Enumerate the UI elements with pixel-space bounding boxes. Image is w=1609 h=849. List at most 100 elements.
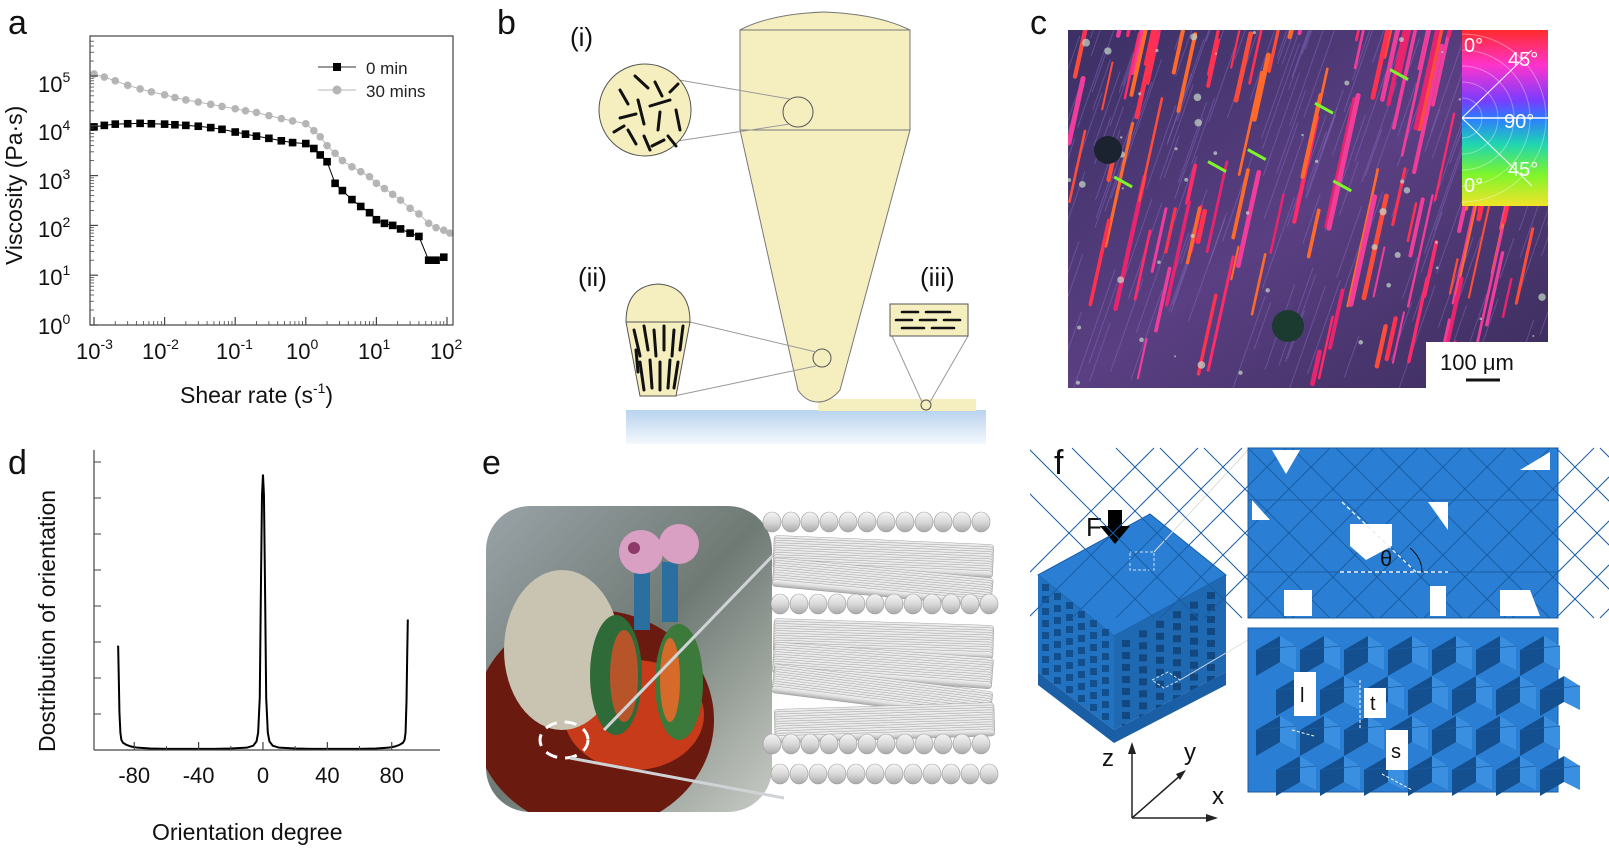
texture-streak (1305, 89, 1344, 197)
dim-box-t (1364, 688, 1386, 718)
texture-streak (1424, 109, 1441, 152)
particle (1139, 337, 1144, 343)
rod-end (895, 511, 915, 533)
data-point-circle (218, 102, 226, 111)
block-edge (1319, 685, 1361, 691)
texture-streak (1219, 30, 1225, 41)
data-point-square (302, 139, 310, 148)
texture-streak (1253, 301, 1272, 350)
block-face-dark (1476, 636, 1500, 676)
particle (1301, 133, 1304, 137)
weave-strip (1555, 564, 1609, 619)
rod-end (971, 511, 991, 533)
lattice-cell (1054, 677, 1061, 684)
block-face-light (1324, 636, 1340, 670)
lattice-cell (1090, 632, 1097, 639)
force-label: F (1086, 512, 1102, 542)
lattice-cell (1156, 656, 1164, 664)
fiber-streak (1406, 194, 1434, 308)
particle (1155, 48, 1159, 53)
fiber-streak (1316, 67, 1329, 112)
texture-streak (1068, 241, 1080, 275)
lattice-cell (1173, 683, 1181, 691)
legend-marker-square (333, 63, 341, 71)
block-face-light (1520, 756, 1536, 790)
y-axis-label: Viscosity (Pa·s) (1, 106, 27, 265)
data-point-square (338, 186, 347, 195)
rod-end (827, 593, 847, 615)
lattice-cell (1078, 611, 1085, 618)
lattice-cell (1122, 676, 1130, 683)
data-point-circle (446, 229, 454, 237)
fiber-streak (1324, 96, 1356, 228)
texture-streak (1118, 52, 1134, 93)
lattice-cell (1054, 605, 1061, 612)
lattice-cell (1102, 713, 1109, 720)
fiber-streak (1134, 30, 1159, 120)
block-face-dark (1276, 756, 1300, 796)
legend-label: 0 min (366, 59, 408, 78)
fiber-streak (1370, 30, 1391, 100)
block-face-light (1368, 716, 1384, 750)
block-face-dark (1256, 636, 1280, 676)
particle (1399, 37, 1404, 43)
texture-streak (1305, 114, 1337, 199)
texture-streak (1170, 261, 1190, 313)
texture-streak (1420, 211, 1443, 274)
weave-strip (1071, 447, 1243, 619)
data-point-square (365, 208, 374, 217)
block-face-light (1368, 636, 1384, 670)
lattice-cell (1139, 678, 1147, 686)
lattice-cell (1102, 653, 1109, 660)
texture-streak (1396, 82, 1417, 137)
panel-letter-f: f (1054, 444, 1064, 482)
particle (1386, 282, 1392, 288)
texture-streak (1433, 148, 1464, 231)
lattice-structure-figure: F z y x θ l t (1030, 447, 1609, 822)
fiber-streak (1133, 229, 1152, 301)
block-edge (1343, 725, 1385, 731)
orientation-curve (117, 474, 409, 750)
fiber-streak (1150, 207, 1168, 273)
panel-letter-d: d (8, 444, 27, 482)
block-face-dark (1452, 676, 1476, 716)
orientation-plot-area (117, 474, 409, 750)
x-tick-label: -80 (118, 763, 150, 788)
data-point-square (432, 256, 440, 265)
label-iii: (iii) (920, 262, 955, 292)
fiber-streak (1164, 200, 1192, 307)
lattice-cell (1207, 652, 1215, 659)
dim-label-l: l (1300, 685, 1304, 707)
dim-box-l (1294, 672, 1316, 716)
lattice-cell (1139, 666, 1147, 674)
lattice-cell (1042, 620, 1049, 627)
fiber-streak (1413, 30, 1441, 131)
x-tick-label: 101 (358, 336, 390, 364)
data-point-circle (372, 179, 381, 188)
data-point-circle (182, 96, 190, 104)
lattice-cell (1207, 664, 1215, 671)
block-edge (1343, 645, 1385, 651)
texture-streak (1177, 101, 1208, 183)
data-point-square (396, 225, 405, 233)
rod-end (903, 593, 923, 615)
weave-strip (1030, 447, 1199, 617)
lattice-cell (1156, 644, 1164, 652)
texture-streak (1281, 135, 1305, 198)
aligned-fibers (632, 324, 685, 392)
rod-end (922, 593, 942, 615)
rod-end (819, 511, 839, 533)
lattice-cell (1066, 614, 1073, 621)
block-edge (1299, 725, 1341, 731)
fiber-streak (1206, 255, 1235, 372)
lattice-cell (1122, 712, 1130, 719)
block-face-light (1432, 676, 1448, 710)
block-face-light (1500, 716, 1516, 750)
x-tick-label: 80 (379, 763, 403, 788)
data-point-circle (406, 204, 414, 213)
block-edge (1519, 645, 1561, 651)
rod-end (770, 593, 790, 615)
fiber-streak (1068, 75, 1086, 146)
texture-streak (1159, 84, 1194, 180)
lattice-cell (1090, 692, 1097, 699)
